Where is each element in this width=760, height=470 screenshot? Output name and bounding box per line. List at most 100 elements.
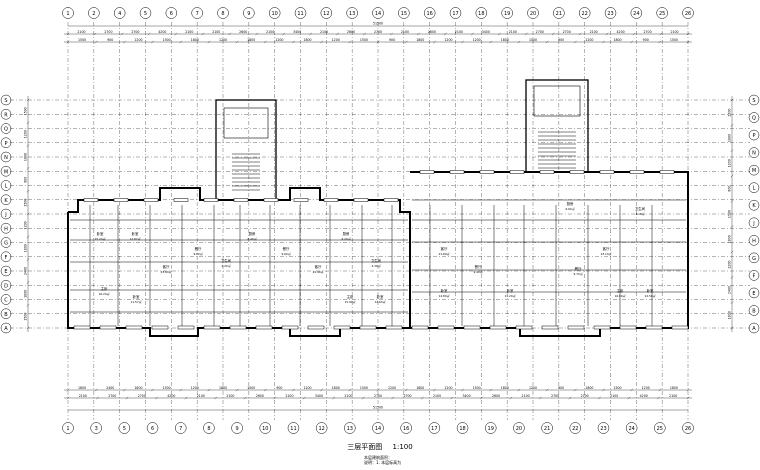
axis-bubble-bottom bbox=[90, 422, 102, 434]
axis-letter-left: E bbox=[4, 269, 7, 275]
dim-bottom-row-1-label: 1500 bbox=[163, 386, 171, 390]
dim-bottom-row-1-tick bbox=[489, 388, 493, 392]
axis-number-top: 24 bbox=[633, 11, 639, 17]
dim-top-row-2-tick bbox=[433, 40, 436, 44]
dim-top-row-2-label: 1200 bbox=[332, 38, 340, 42]
room-name: 主卧 bbox=[617, 288, 624, 293]
dim-top-total-label: 51500 bbox=[373, 22, 383, 26]
dim-left-tick bbox=[26, 167, 30, 170]
axis-bubble-bottom bbox=[118, 422, 131, 434]
axis-number-bottom: 23 bbox=[600, 426, 606, 432]
window-south bbox=[515, 325, 533, 330]
axis-bubble-bottom bbox=[654, 422, 666, 434]
axis-bubble-top bbox=[553, 7, 565, 19]
axis-number-bottom: 11 bbox=[290, 426, 296, 432]
dim-bottom-row-2-label: 2100 bbox=[226, 394, 234, 398]
axis-bubble-left bbox=[0, 308, 12, 319]
stair-roof-east bbox=[533, 85, 581, 117]
axis-number-top: 14 bbox=[375, 11, 381, 17]
dim-top-row-2-label: 1200 bbox=[444, 38, 452, 42]
window-south bbox=[203, 325, 221, 330]
window-north bbox=[479, 170, 495, 174]
dim-top-row-1-label: 2700 bbox=[644, 30, 652, 34]
dim-bottom-row-1-tick bbox=[433, 388, 436, 392]
dim-bottom-row-2-tick bbox=[420, 396, 424, 400]
dim-bottom-row-2-label: 2700 bbox=[403, 394, 411, 398]
dim-top-row-2-tick bbox=[517, 40, 521, 44]
dim-top-row-2-tick bbox=[461, 40, 464, 44]
dim-bottom-row-2-label: 2100 bbox=[433, 394, 441, 398]
dim-top-row-2-label: 1800 bbox=[191, 38, 199, 42]
dim-bottom-row-2-tick bbox=[302, 396, 306, 400]
axis-number-top: 13 bbox=[349, 11, 355, 17]
window-north bbox=[419, 170, 435, 174]
room-name: 卧室 bbox=[97, 231, 104, 236]
dim-right-label: 1800 bbox=[728, 311, 732, 319]
axis-number-top: 21 bbox=[556, 11, 562, 17]
window-south bbox=[255, 325, 273, 330]
dim-left-label: 1800 bbox=[24, 290, 28, 298]
dim-bottom-row-1-label: 1800 bbox=[134, 386, 142, 390]
dim-right-tick bbox=[730, 276, 734, 279]
axis-bubble-left bbox=[0, 94, 12, 106]
dim-bottom-row-2-tick bbox=[155, 396, 158, 400]
dim-right-tick bbox=[730, 200, 734, 203]
room-name: 客厅 bbox=[163, 264, 170, 269]
dim-top-row-2-tick bbox=[545, 40, 549, 44]
drawing-title-block: 三层平面图 1:100 bbox=[0, 442, 760, 452]
dim-top-row-2-label: 1800 bbox=[416, 38, 424, 42]
dim-top-row-2-tick bbox=[658, 40, 662, 44]
axis-number-bottom: 8 bbox=[207, 426, 210, 432]
window-north bbox=[509, 170, 525, 174]
dim-bottom-row-1-tick bbox=[123, 388, 126, 392]
axis-letter-left: G bbox=[4, 241, 8, 247]
window-north bbox=[83, 198, 99, 202]
axis-bubble-right bbox=[748, 235, 760, 246]
axis-bubble-left bbox=[0, 166, 12, 177]
axis-bubble-bottom bbox=[484, 422, 497, 434]
dim-left-label: 2400 bbox=[24, 267, 28, 275]
window-south bbox=[73, 325, 91, 330]
dim-bottom-row-1-tick bbox=[517, 388, 521, 392]
axis-bubble-bottom bbox=[146, 422, 159, 434]
room-name: 客厅 bbox=[603, 246, 610, 251]
axis-number-top: 23 bbox=[607, 11, 613, 17]
room-name: 主卧 bbox=[101, 286, 108, 291]
room-name: 卧室 bbox=[132, 231, 139, 236]
room-name: 餐厅 bbox=[195, 246, 202, 251]
dim-top-row-2-label: 1500 bbox=[670, 38, 678, 42]
dim-bottom-row-2-label: 2600 bbox=[492, 394, 500, 398]
dim-left-label: 1500 bbox=[24, 313, 28, 321]
note-line-1: 本层建筑面积： bbox=[364, 455, 392, 460]
dim-bottom-row-2-label: 2700 bbox=[108, 394, 116, 398]
building-wall-east-block bbox=[410, 171, 689, 337]
room-area: 22.40㎡ bbox=[313, 270, 324, 274]
dim-top-row-1-label: 2700 bbox=[131, 30, 139, 34]
dim-bottom-row-2-tick bbox=[361, 396, 365, 400]
dim-bottom-row-2-tick bbox=[480, 396, 483, 400]
dim-top-row-2-label: 1800 bbox=[613, 38, 621, 42]
dim-top-row-2-label: 1500 bbox=[78, 38, 86, 42]
dim-top-row-2-tick bbox=[489, 40, 493, 44]
stair-roof-west bbox=[223, 107, 269, 139]
axis-number-bottom: 1 bbox=[66, 426, 69, 432]
dim-top-row-1-tick bbox=[417, 32, 420, 36]
dim-bottom-row-1-tick bbox=[207, 388, 211, 392]
window-north bbox=[569, 170, 585, 174]
axis-number-top: 25 bbox=[659, 11, 665, 17]
axis-bubble-top bbox=[139, 7, 152, 19]
axis-bubble-bottom bbox=[456, 422, 469, 434]
axis-bubble-right bbox=[748, 305, 760, 316]
window-north bbox=[203, 198, 219, 202]
dim-bottom-row-1-tick bbox=[263, 388, 267, 392]
dim-right-label: 1500 bbox=[728, 109, 732, 117]
window-south bbox=[99, 325, 117, 330]
window-north bbox=[263, 198, 279, 202]
dim-bottom-row-1-label: 1500 bbox=[473, 386, 481, 390]
axis-number-bottom: 7 bbox=[179, 426, 182, 432]
dim-right-tick bbox=[730, 174, 734, 178]
dim-bottom-row-1-label: 1800 bbox=[416, 386, 424, 390]
axis-number-top: 18 bbox=[478, 11, 484, 17]
axis-bubble-left bbox=[0, 123, 12, 134]
